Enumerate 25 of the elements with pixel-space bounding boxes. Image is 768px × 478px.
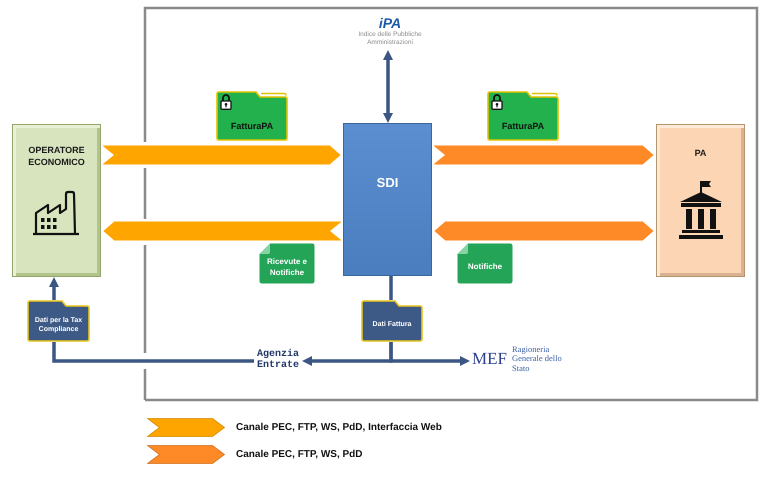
chevron-arrow — [434, 146, 654, 164]
chevron-arrow — [103, 222, 341, 240]
entity-box — [656, 124, 745, 277]
connector-line — [389, 276, 393, 300]
department-name: Ragioneria Generale dello Stato — [512, 344, 563, 374]
document-label: Ricevute e Notifiche — [266, 257, 308, 278]
connector-line — [52, 342, 254, 363]
connector-arrow — [389, 342, 470, 366]
connector-arrow — [383, 50, 393, 123]
folder-label: FatturaPA — [230, 120, 274, 132]
box-title: SDI — [376, 175, 398, 190]
system-box — [343, 123, 432, 276]
chevron-arrow — [103, 146, 341, 164]
registry-acronym: iPA — [378, 16, 402, 31]
entity-box — [12, 124, 101, 277]
ministry-acronym: MEF — [472, 350, 507, 368]
agency-name: Agenzia Entrate — [254, 348, 302, 373]
chevron-arrow — [434, 222, 654, 240]
legend-label: Canale PEC, FTP, WS, PdD, Interfaccia Web — [236, 422, 442, 434]
folder-label: FatturaPA — [502, 120, 544, 132]
box-title: PA — [694, 147, 708, 159]
box-title: OPERATORE ECONOMICO — [27, 144, 86, 168]
connector-arrow — [49, 277, 59, 300]
document-label: Notifiche — [468, 262, 502, 273]
legend-label: Canale PEC, FTP, WS, PdD — [236, 448, 363, 460]
